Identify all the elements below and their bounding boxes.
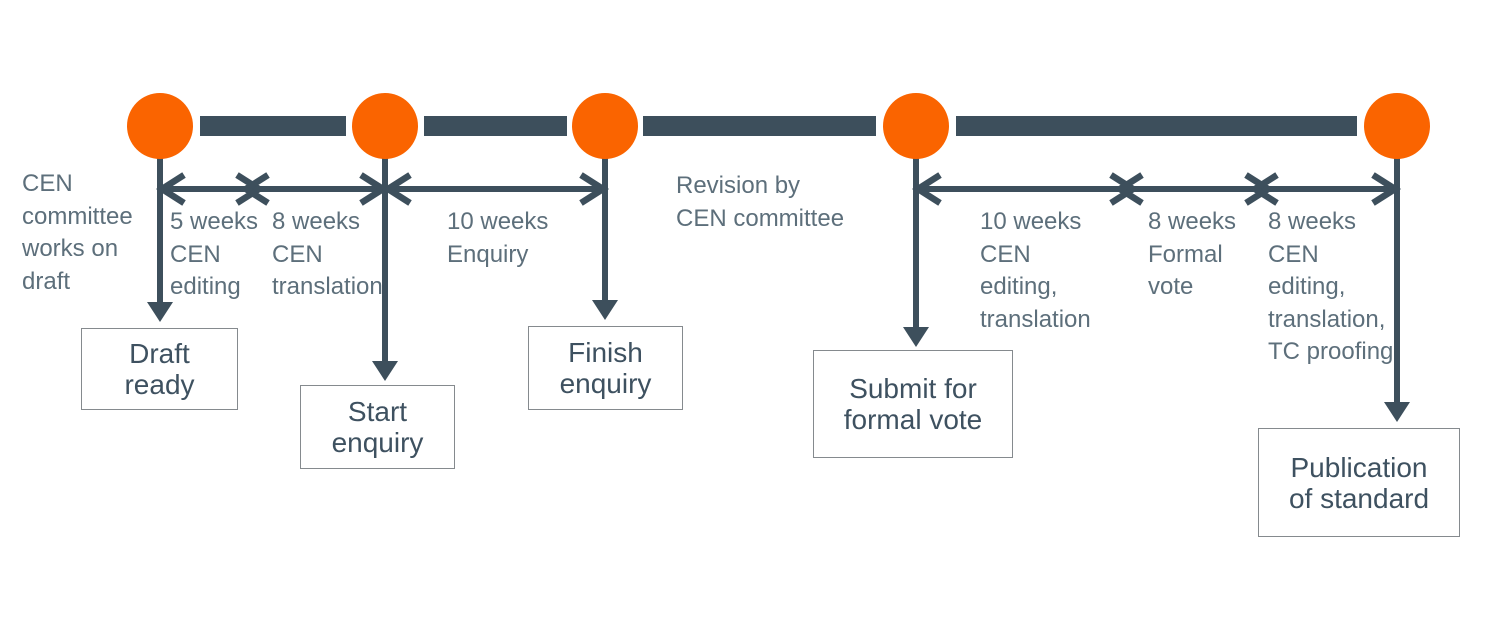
chevron-right-seg4 [1109,172,1140,206]
down-arrowhead-3 [592,300,618,320]
milestone-publication-of-standard: Publication of standard [1258,428,1460,537]
timeline-node-4 [883,93,949,159]
duration-label-8-weeks-cen-translation: 8 weeks CEN translation [272,208,383,300]
timeline-node-1 [127,93,193,159]
chevron-left-seg3 [381,172,412,206]
timeline-node-5 [1364,93,1430,159]
duration-label-8-weeks-cen-editing-translation-tc-proofing: 8 weeks CEN editing, translation, TC pro… [1268,208,1394,365]
milestone-start-enquiry: Start enquiry [300,385,455,469]
chevron-right-at-node3 [579,172,610,206]
milestone-submit-for-formal-vote: Submit for formal vote [813,350,1013,458]
chevron-right-seg1 [235,172,266,206]
down-arrowhead-5 [1384,402,1410,422]
chevron-left-at-node1 [155,172,186,206]
down-arrowhead-2 [372,361,398,381]
timeline-bar-4 [956,116,1357,136]
duration-label-5-weeks-cen-editing: 5 weeks CEN editing [170,208,259,300]
milestone-draft-ready: Draft ready [81,328,238,410]
timeline-node-2 [352,93,418,159]
chevron-left-seg6 [1248,172,1279,206]
timeline-bar-2 [424,116,567,136]
chevron-left-seg5 [1113,172,1144,206]
chevron-right-at-node5 [1371,172,1402,206]
milestone-finish-enquiry: Finish enquiry [528,326,683,410]
chevron-left-seg2 [239,172,270,206]
down-arrowhead-4 [903,327,929,347]
note-cen-committee-works-on-draft: CEN committee works on draft [22,170,133,295]
duration-label-10-weeks-cen-editing-translation: 10 weeks CEN editing, translation [980,208,1091,333]
duration-label-10-weeks-enquiry: 10 weeks Enquiry [447,208,549,268]
chevron-left-at-node4 [911,172,942,206]
chevron-right-seg5 [1244,172,1275,206]
down-arrowhead-1 [147,302,173,322]
timeline-node-3 [572,93,638,159]
note-revision-by-cen-committee: Revision by CEN committee [676,172,845,232]
timeline-bar-3 [643,116,876,136]
timeline-bar-1 [200,116,346,136]
duration-label-8-weeks-formal-vote: 8 weeks Formal vote [1148,208,1237,300]
